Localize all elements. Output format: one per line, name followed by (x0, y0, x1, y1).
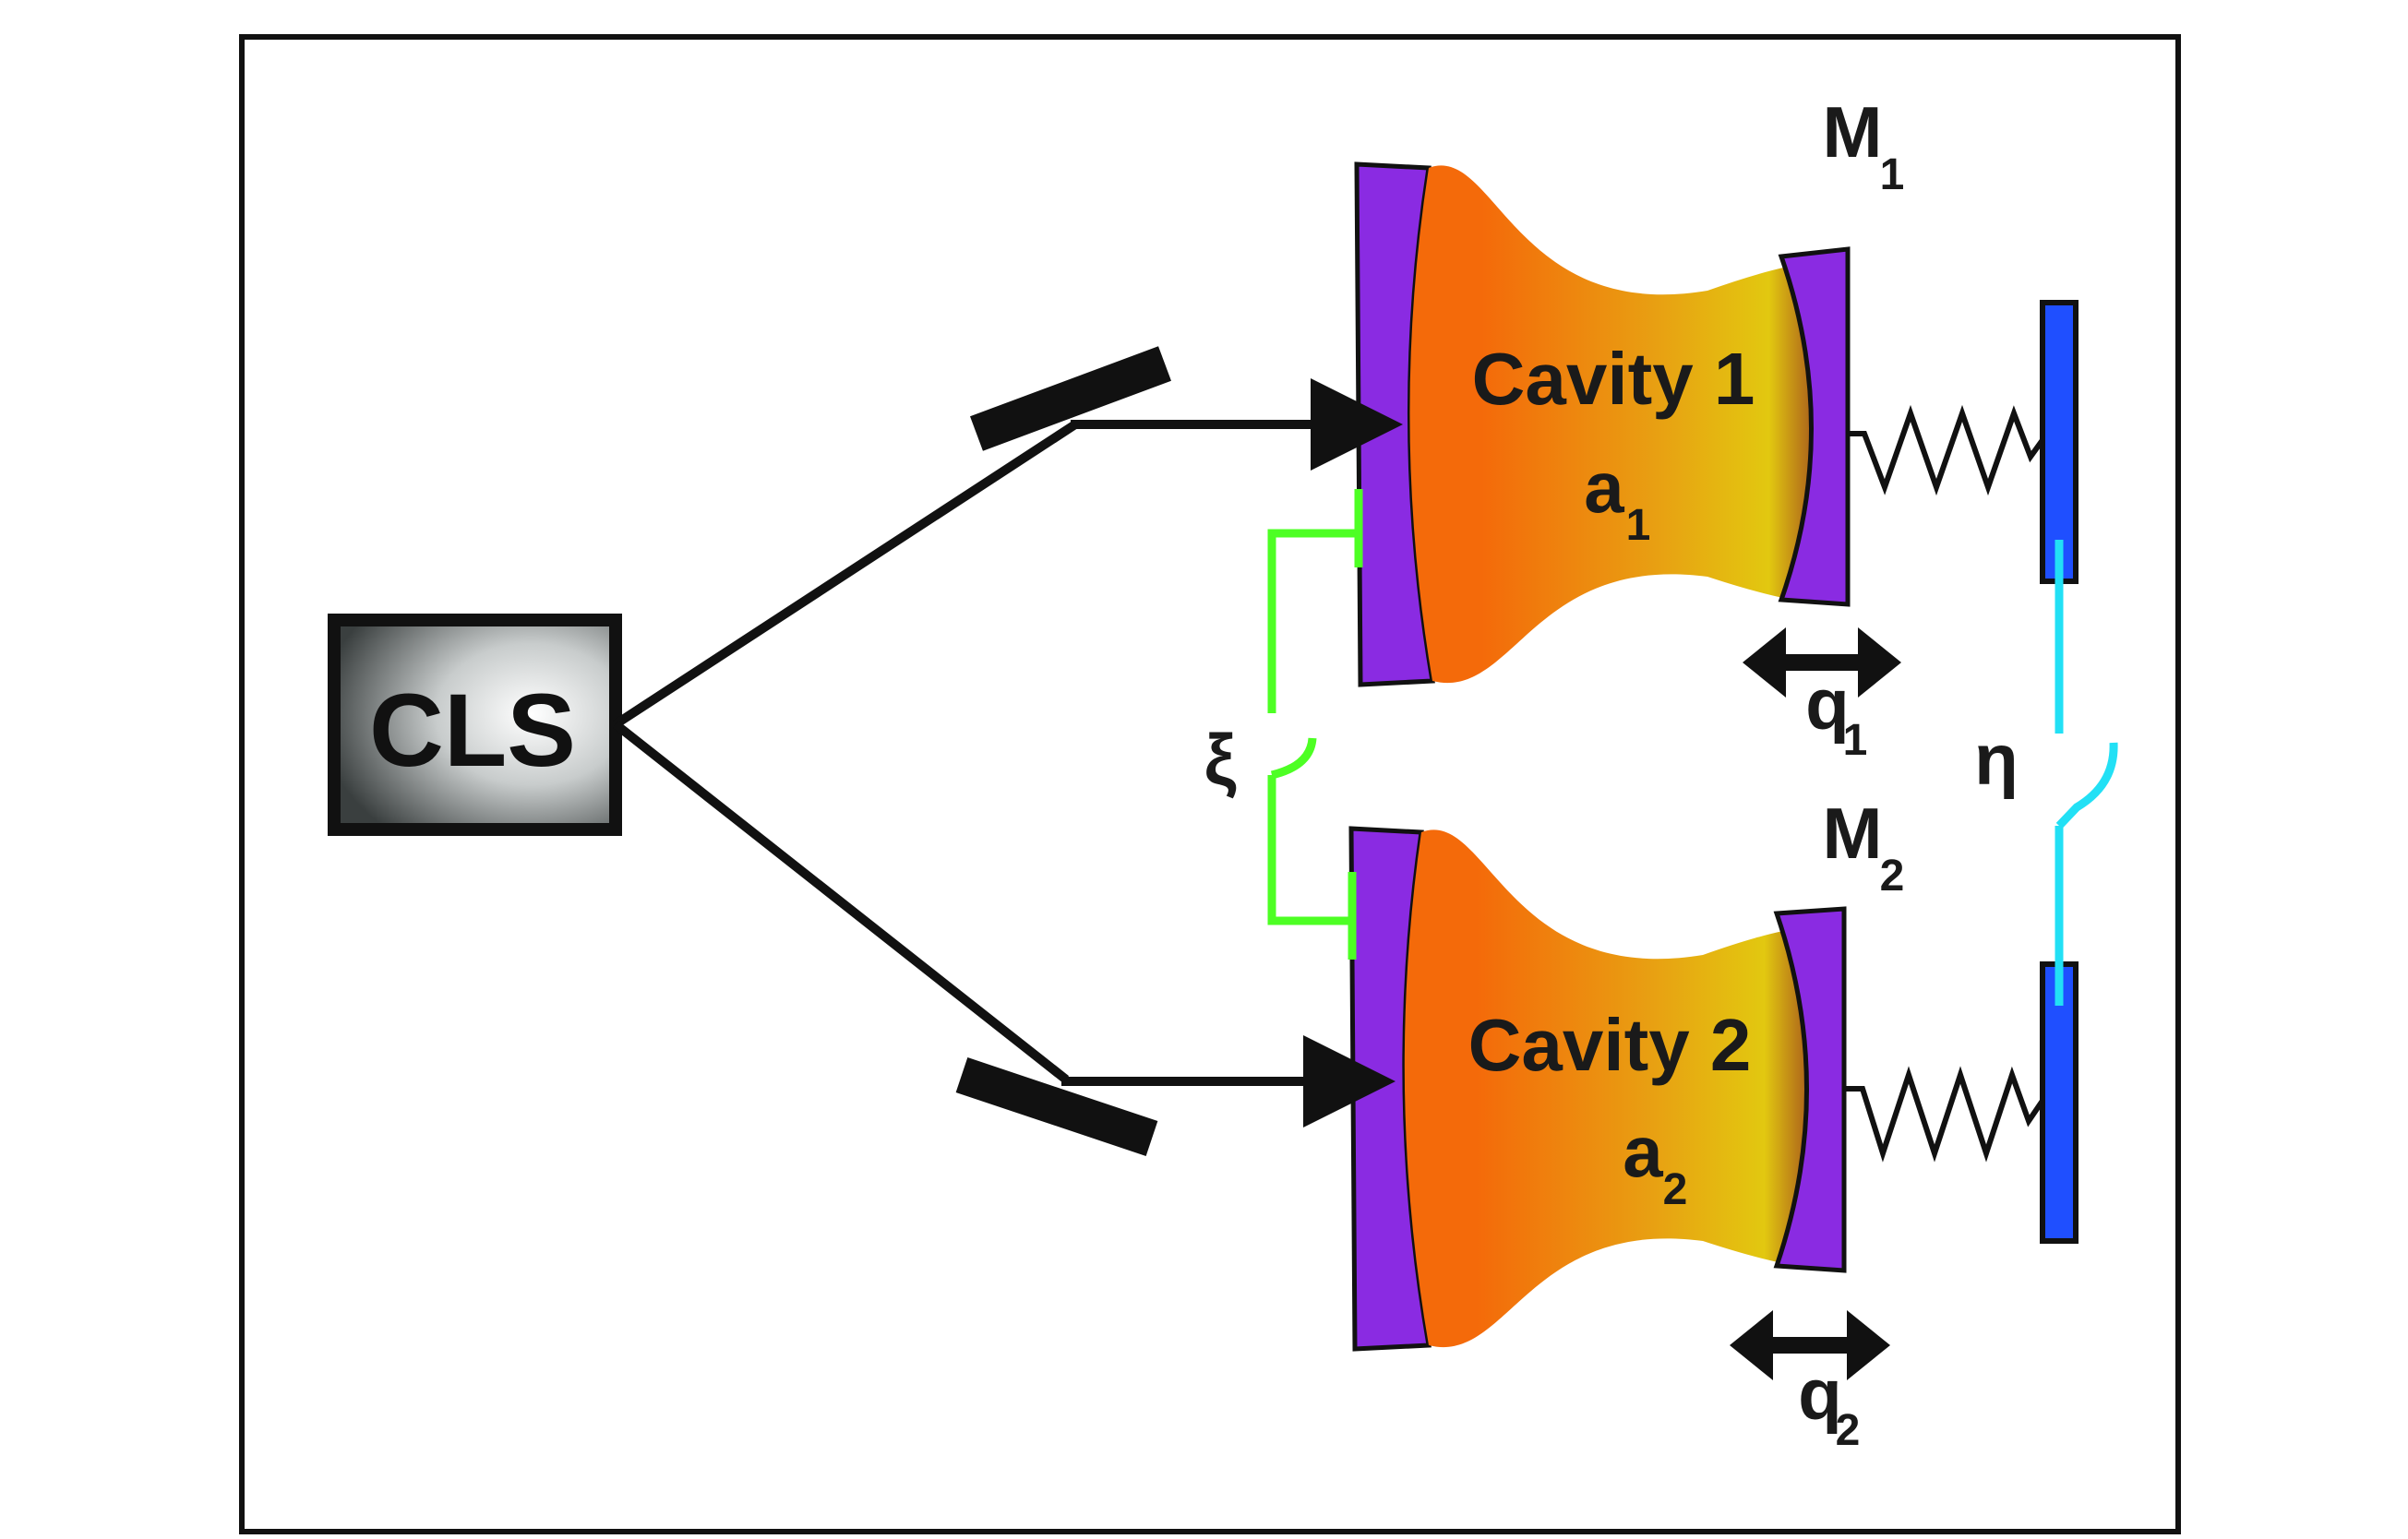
cavity1-field (1409, 165, 1809, 684)
upper-steering-mirror (970, 346, 1171, 451)
cls-source-box (328, 614, 622, 836)
cavity2-field (1404, 829, 1804, 1348)
disp1-symbol: q (1805, 663, 1850, 745)
cavity2-mode-symbol: a (1623, 1111, 1663, 1192)
cavity2-mode-sub: 2 (1663, 1165, 1688, 1214)
photon-coupling-brace (1267, 489, 1363, 960)
cavity-1: Cavity 1 a 1 (1354, 161, 1851, 687)
double-arrow-right-head-2 (1847, 1310, 1890, 1380)
spring-2 (1844, 1066, 2051, 1163)
phonon-coupling-brace (2055, 540, 2118, 1006)
mirror1-symbol: M (1823, 91, 1883, 173)
cls-label: CLS (369, 673, 576, 788)
lower-steering-mirror (955, 1057, 1158, 1156)
double-arrow-left-head-1 (1743, 627, 1786, 698)
double-arrow-left-head-2 (1730, 1310, 1773, 1380)
displacement-arrow-2 (1730, 1310, 1890, 1380)
photon-coupling-symbol: ξ (1204, 719, 1237, 800)
cavity2-title: Cavity 2 (1468, 1004, 1752, 1086)
cavity2-movable-mirror (1773, 906, 1847, 1273)
diagram-frame (239, 34, 2181, 1534)
cavity1-mode-symbol: a (1584, 447, 1624, 528)
disp1-sub: 1 (1843, 716, 1868, 765)
phonon-coupling-symbol: η (1974, 719, 2019, 800)
resonator-bar-1 (2040, 300, 2079, 584)
cavity1-mode-sub: 1 (1626, 501, 1651, 550)
disp2-sub: 2 (1836, 1406, 1861, 1455)
cavity1-movable-mirror (1778, 246, 1851, 607)
cavity1-title: Cavity 1 (1472, 338, 1755, 420)
mirror1-sub: 1 (1880, 150, 1905, 199)
beam-lower-diagonal (612, 721, 1070, 1083)
cavity-2: Cavity 2 a 2 (1348, 826, 1847, 1352)
mirror2-symbol: M (1823, 793, 1883, 874)
beam-upper-diagonal (613, 420, 1078, 729)
disp2-symbol: q (1798, 1354, 1842, 1435)
mirror2-sub: 2 (1880, 852, 1905, 901)
cls-source: CLS (328, 614, 622, 836)
displacement-arrow-1 (1743, 627, 1901, 698)
double-arrow-right-head-1 (1858, 627, 1901, 698)
spring-1 (1848, 404, 2054, 496)
resonator-bar-2 (2040, 961, 2079, 1244)
